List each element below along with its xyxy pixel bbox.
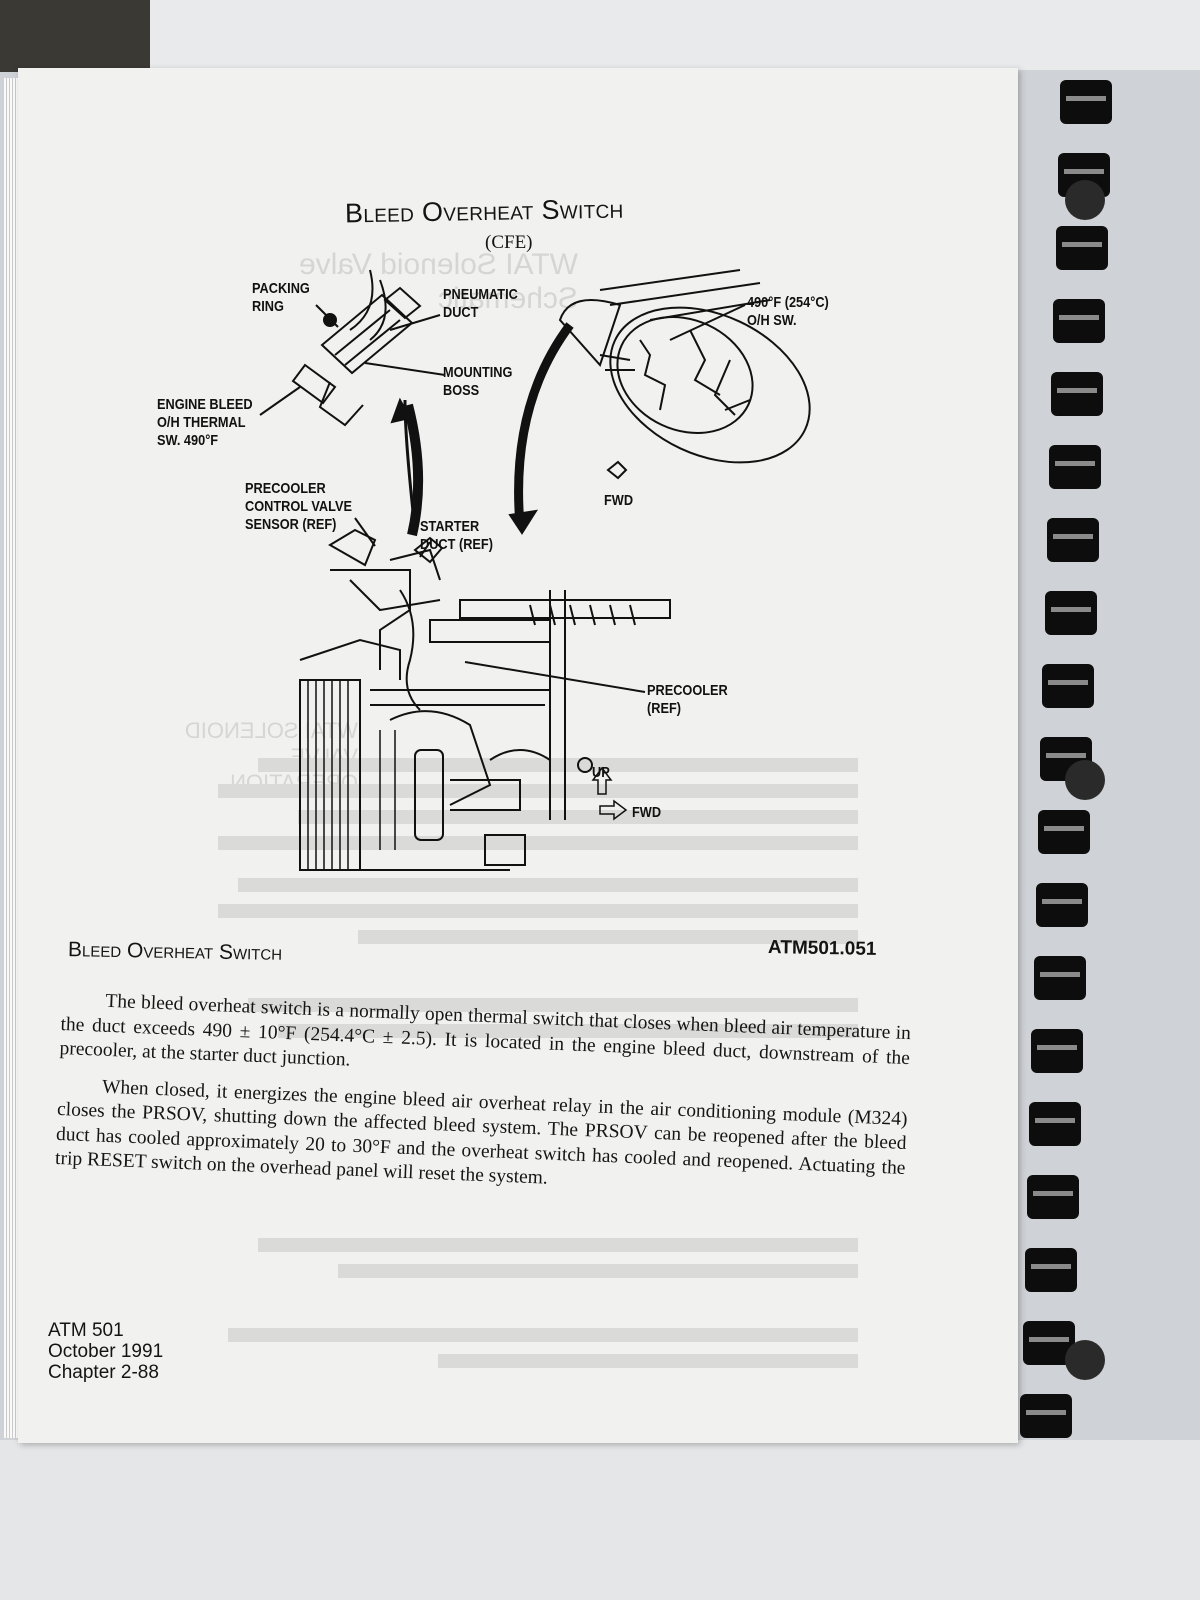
binding-coil [1049, 445, 1101, 489]
binding-coil [1053, 299, 1105, 343]
paragraph: When closed, it energizes the engine ble… [54, 1076, 908, 1189]
desk-background-bottom [0, 1440, 1200, 1600]
figure-reference: ATM501.051 [767, 937, 877, 960]
binding-coil [1027, 1175, 1079, 1219]
label-precooler: PRECOOLER(REF) [647, 682, 728, 717]
label-fwd-upper: FWD [604, 492, 634, 509]
binding-coil [1060, 80, 1112, 124]
page-subtitle: (CFE) [485, 232, 533, 253]
binding-coil [1029, 1102, 1081, 1146]
binding-coil [1038, 810, 1090, 854]
desk-dark-corner [0, 0, 150, 72]
binding-coil [1036, 883, 1088, 927]
binding-coil [1025, 1248, 1077, 1292]
binding-coil [1020, 1394, 1072, 1438]
binding-coil [1056, 226, 1108, 270]
binding-coil [1023, 1321, 1075, 1365]
label-fwd-lower: FWD [632, 804, 662, 821]
desk-background-top [0, 0, 1200, 72]
binding-coil [1045, 591, 1097, 635]
footer-manual-id: ATM 501 [48, 1320, 124, 1341]
page-footer: ATM 501 October 1991 Chapter 2-88 [48, 1320, 163, 1383]
duct-assembly-drawing [299, 528, 671, 871]
page-title: Bleed Overheat Switch [344, 193, 624, 229]
binding-coil [1042, 664, 1094, 708]
label-up: UP [592, 764, 610, 781]
manual-page: WTAI Solenoid Valve Schematic WTAI SOLEN… [18, 68, 1018, 1443]
punch-hole [1065, 760, 1105, 800]
label-oh-switch-rating: 490°F (254°C)O/H SW. [747, 294, 829, 329]
footer-chapter: Chapter 2-88 [48, 1362, 159, 1383]
punch-hole [1065, 1340, 1105, 1380]
binding-coil [1047, 518, 1099, 562]
engine-nacelle-drawing [558, 269, 811, 480]
body-text: The bleed overheat switch is a normally … [54, 988, 912, 1217]
section-heading: Bleed Overheat Switch [67, 938, 283, 965]
stacked-page-edges [4, 78, 20, 1438]
binding-coil [1051, 372, 1103, 416]
binding-coil [1034, 956, 1086, 1000]
punch-hole [1065, 180, 1105, 220]
binding-coil [1031, 1029, 1083, 1073]
spiral-binding [1020, 80, 1112, 1438]
footer-date: October 1991 [48, 1341, 164, 1362]
engine-bleed-duct-illustration [259, 269, 811, 871]
